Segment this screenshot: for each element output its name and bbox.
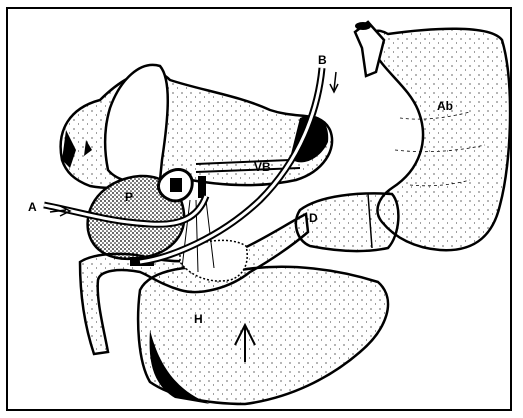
upper-organs [61,65,332,188]
label-p: P [125,190,133,204]
label-h: H [194,312,203,326]
label-a: A [28,200,37,214]
label-vb: VB [254,160,271,174]
label-ab: Ab [437,99,453,113]
label-b: B [318,53,327,67]
label-d: D [309,211,318,225]
